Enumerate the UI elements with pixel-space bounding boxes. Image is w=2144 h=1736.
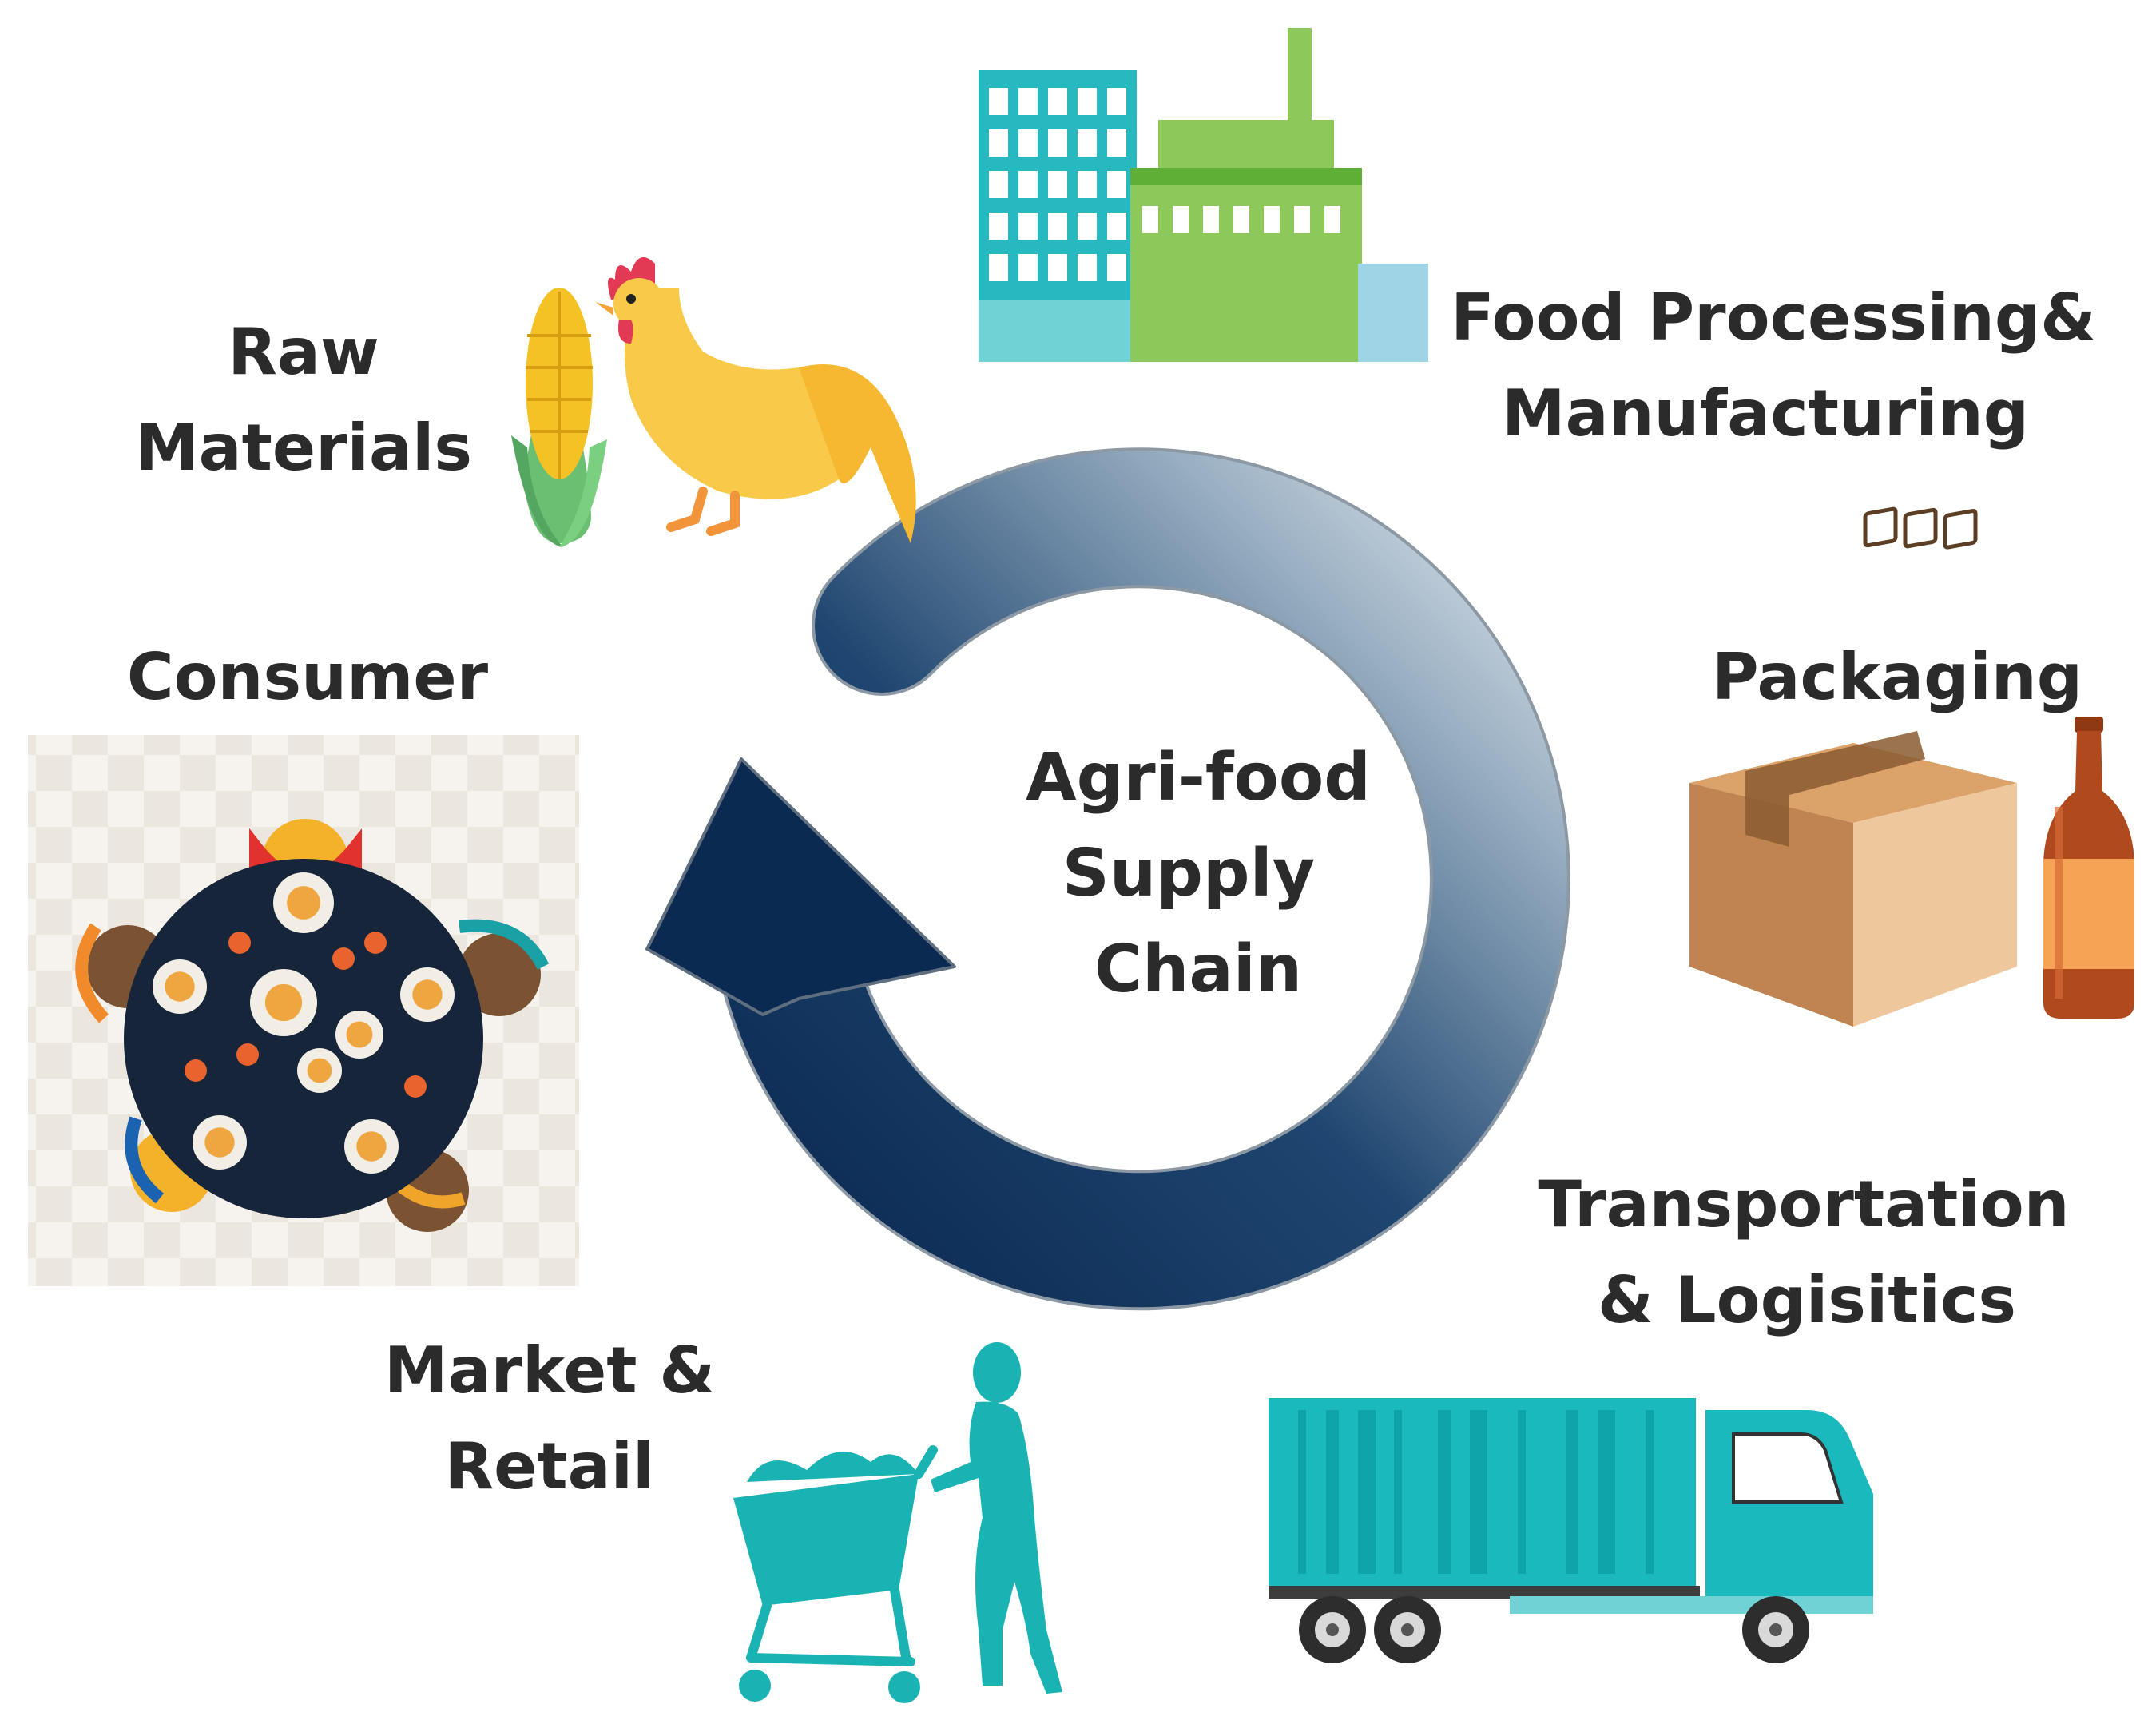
bottle-icon: [2043, 717, 2134, 1019]
cardboard-box-icon: [1689, 506, 2017, 1027]
corn-icon: [511, 288, 607, 547]
food-processing-label-line-1: Food Processing&: [1451, 280, 2096, 355]
market-retail-label-line-2: Retail: [444, 1429, 655, 1504]
rooster-icon: [595, 257, 916, 543]
consumer-label: Consumer: [126, 640, 489, 714]
circular-arrow-icon: [645, 447, 1570, 1311]
transportation-label-line-1: Transportation: [1538, 1167, 2070, 1241]
raw-materials-label-line-2: Materials: [135, 411, 472, 485]
market-retail-label-line-1: Market &: [383, 1333, 716, 1408]
factory-icon: [979, 28, 1428, 362]
delivery-truck-icon: [1269, 1398, 1873, 1663]
shopper-with-cart-icon: [733, 1342, 1062, 1703]
center-title-line-1: Agri-food: [1026, 740, 1371, 816]
center-title-line-3: Chain: [1094, 932, 1303, 1007]
dining-table-icon: [28, 735, 579, 1286]
transportation-label-line-2: & Logisitics: [1598, 1263, 2016, 1337]
center-title-line-2: Supply: [1062, 836, 1316, 912]
raw-materials-label-line-1: Raw: [228, 315, 379, 389]
packaging-label: Packaging: [1712, 640, 2082, 714]
food-processing-label-line-2: Manufacturing: [1502, 376, 2029, 451]
